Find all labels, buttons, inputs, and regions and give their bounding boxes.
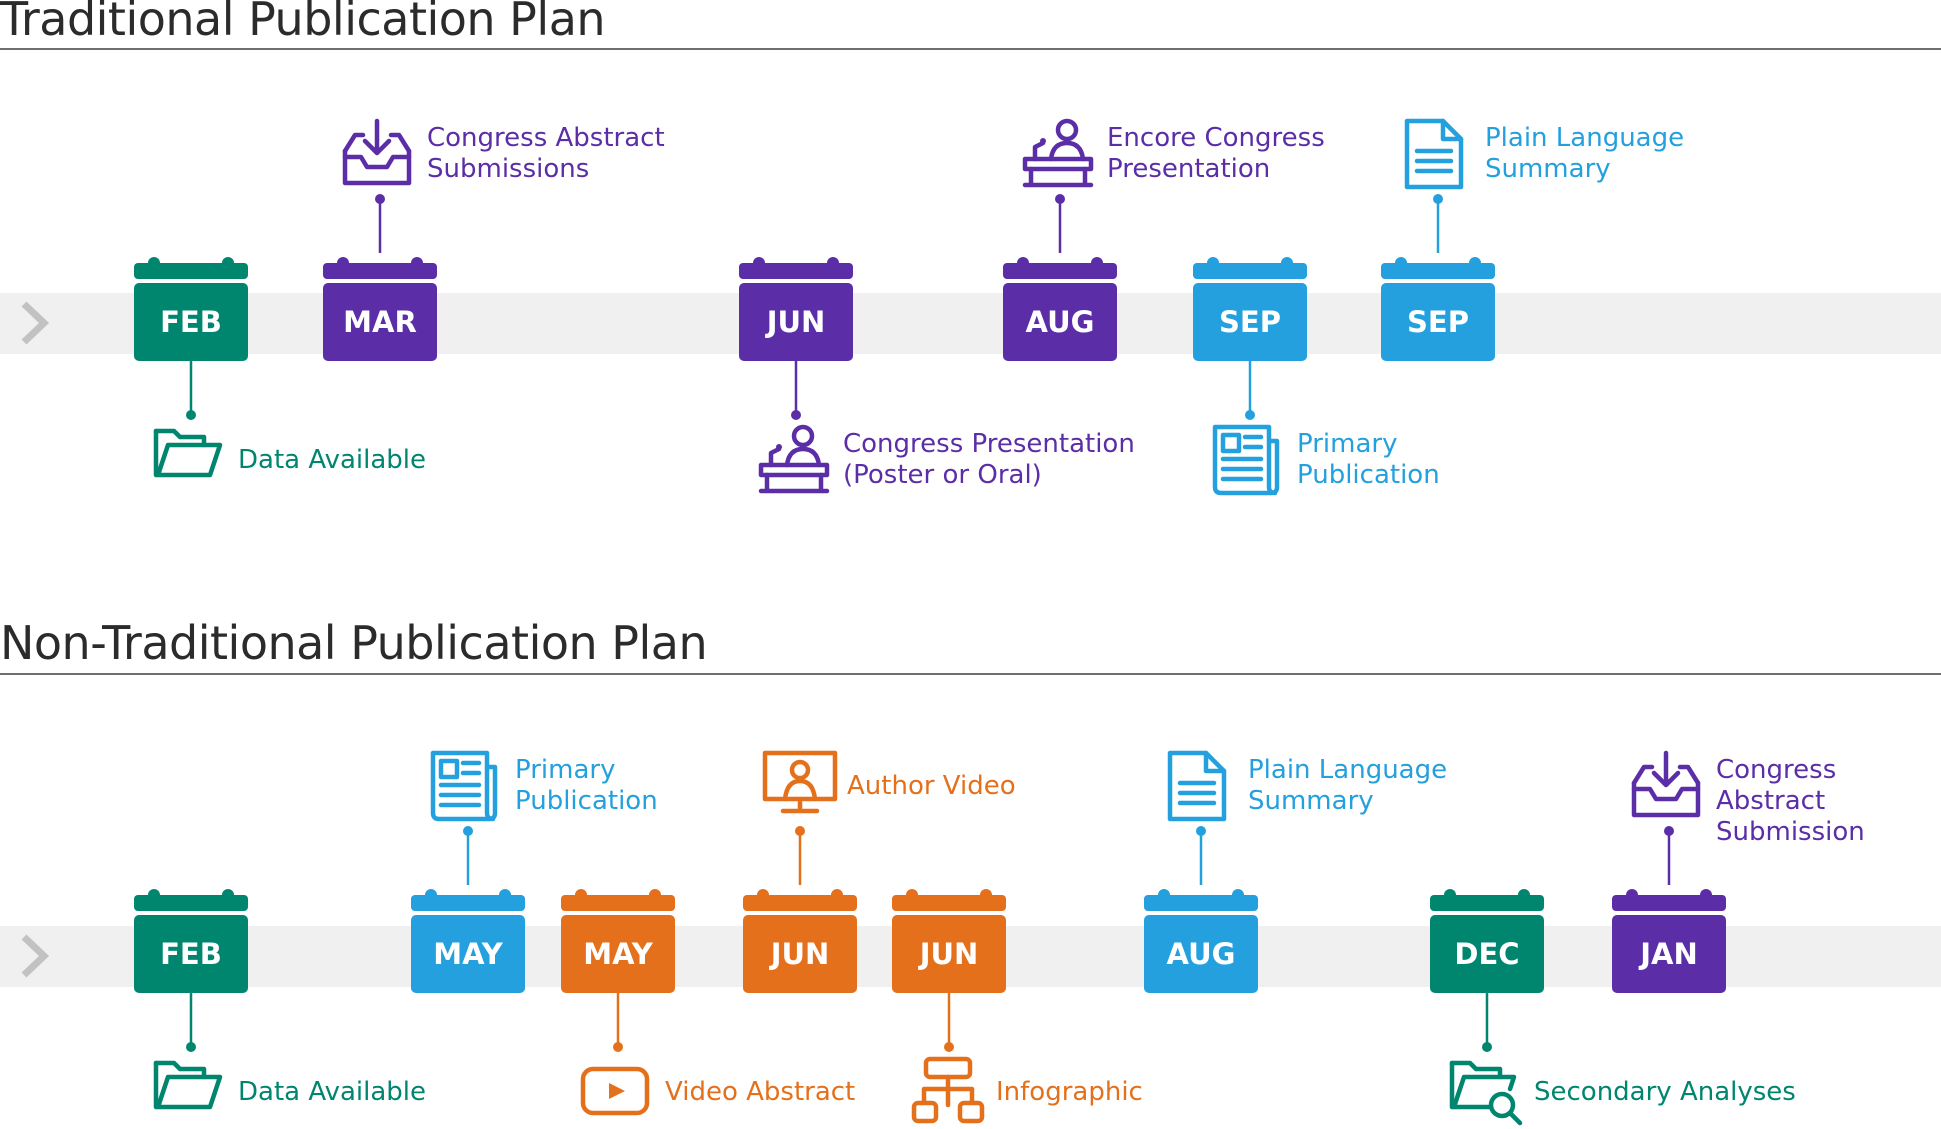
milestone-connector bbox=[791, 361, 801, 420]
non-traditional-title-rule bbox=[0, 673, 1941, 675]
month-label: DEC bbox=[1454, 937, 1519, 971]
folder-icon bbox=[153, 428, 223, 478]
month-calendar-may: MAY bbox=[411, 889, 525, 993]
month-label: SEP bbox=[1407, 305, 1469, 339]
author-monitor-icon bbox=[762, 750, 838, 814]
month-label: JUN bbox=[918, 937, 979, 971]
milestone-connector bbox=[1664, 826, 1674, 885]
presenter-podium-icon bbox=[758, 424, 830, 494]
month-label: AUG bbox=[1167, 937, 1236, 971]
month-calendar-sep: SEP bbox=[1193, 257, 1307, 361]
milestone-connector bbox=[944, 993, 954, 1052]
month-calendar-aug: AUG bbox=[1003, 257, 1117, 361]
traditional-plan-title: Traditional Publication Plan bbox=[0, 0, 606, 46]
month-label: AUG bbox=[1026, 305, 1095, 339]
milestone-label: Infographic bbox=[996, 1076, 1143, 1107]
document-icon bbox=[1404, 118, 1464, 190]
milestone-label: Plain Language Summary bbox=[1485, 123, 1685, 184]
month-label: FEB bbox=[160, 305, 222, 339]
month-calendar-jun: JUN bbox=[739, 257, 853, 361]
milestone-connector bbox=[1196, 826, 1206, 885]
traditional-timeline-band bbox=[0, 293, 1941, 354]
milestone-label: Congress Abstract Submission bbox=[1716, 755, 1865, 847]
folder-search-icon bbox=[1449, 1060, 1523, 1126]
milestone-connector bbox=[186, 361, 196, 420]
milestone-label: Primary Publication bbox=[515, 755, 658, 816]
month-label: JUN bbox=[769, 937, 830, 971]
month-label: JUN bbox=[765, 305, 826, 339]
milestone-connector bbox=[1055, 194, 1065, 253]
month-calendar-sep: SEP bbox=[1381, 257, 1495, 361]
folder-icon bbox=[153, 1060, 223, 1110]
milestone-label: Secondary Analyses bbox=[1534, 1076, 1796, 1107]
milestone-connector bbox=[186, 993, 196, 1052]
month-calendar-may: MAY bbox=[561, 889, 675, 993]
document-icon bbox=[1167, 750, 1227, 822]
month-label: MAY bbox=[433, 937, 504, 971]
month-label: SEP bbox=[1219, 305, 1281, 339]
month-calendar-feb: FEB bbox=[134, 889, 248, 993]
inbox-download-icon bbox=[1631, 750, 1701, 818]
milestone-label: Data Available bbox=[238, 1076, 427, 1107]
milestone-connector bbox=[795, 826, 805, 885]
milestone-label: Congress Abstract Submissions bbox=[427, 123, 665, 184]
milestone-label: Video Abstract bbox=[665, 1076, 856, 1107]
newspaper-icon bbox=[430, 750, 498, 822]
non-traditional-plan-title: Non-Traditional Publication Plan bbox=[0, 616, 708, 670]
newspaper-icon bbox=[1212, 424, 1280, 496]
month-label: MAY bbox=[583, 937, 654, 971]
month-calendar-dec: DEC bbox=[1430, 889, 1544, 993]
milestone-connector bbox=[613, 993, 623, 1052]
milestone-label: Encore Congress Presentation bbox=[1107, 123, 1325, 184]
non-traditional-chevron-icon bbox=[21, 934, 50, 978]
play-button-icon bbox=[580, 1066, 650, 1116]
month-label: JAN bbox=[1638, 937, 1698, 971]
milestone-connector bbox=[1433, 194, 1443, 253]
month-label: FEB bbox=[160, 937, 222, 971]
milestone-connector bbox=[463, 826, 473, 885]
presenter-podium-icon bbox=[1022, 118, 1094, 188]
month-calendar-feb: FEB bbox=[134, 257, 248, 361]
month-label: MAR bbox=[343, 305, 417, 339]
milestone-connector bbox=[1482, 993, 1492, 1052]
inbox-download-icon bbox=[342, 118, 412, 186]
traditional-title-rule bbox=[0, 48, 1941, 50]
month-calendar-jun: JUN bbox=[892, 889, 1006, 993]
milestone-connector bbox=[1245, 361, 1255, 420]
milestone-label: Plain Language Summary bbox=[1248, 755, 1448, 816]
flowchart-icon bbox=[911, 1056, 985, 1124]
traditional-chevron-icon bbox=[21, 301, 50, 345]
milestone-label: Author Video bbox=[847, 770, 1016, 801]
milestone-label: Congress Presentation (Poster or Oral) bbox=[843, 429, 1135, 490]
milestone-label: Data Available bbox=[238, 444, 427, 475]
milestone-label: Primary Publication bbox=[1297, 429, 1440, 490]
month-calendar-aug: AUG bbox=[1144, 889, 1258, 993]
month-calendar-mar: MAR bbox=[323, 257, 437, 361]
month-calendar-jun: JUN bbox=[743, 889, 857, 993]
milestone-connector bbox=[375, 194, 385, 253]
month-calendar-jan: JAN bbox=[1612, 889, 1726, 993]
